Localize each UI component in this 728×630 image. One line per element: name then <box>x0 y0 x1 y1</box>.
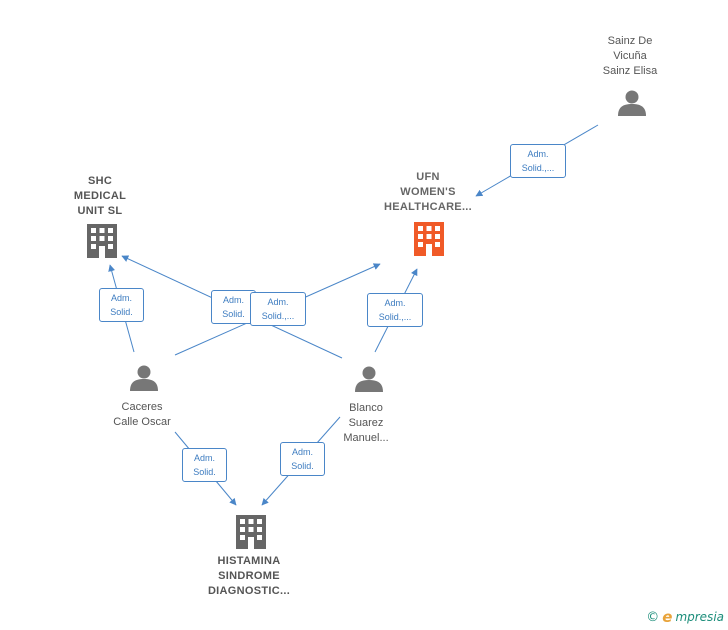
label-line: Sainz Elisa <box>602 65 658 77</box>
label-line: Manuel... <box>343 432 389 444</box>
edge-label-caceres-ufn[interactable]: Adm. Solid.,... <box>250 292 306 326</box>
node-label-caceres[interactable]: Caceres Calle Oscar <box>97 400 187 430</box>
brand-logo-name: mpresia <box>675 610 724 624</box>
edge-label-line: Solid. <box>222 309 245 319</box>
edge-label-blanco-histamina[interactable]: Adm. Solid. <box>280 442 325 476</box>
node-label-sainz[interactable]: Sainz De Vicuña Sainz Elisa <box>590 34 670 79</box>
node-label-histamina[interactable]: HISTAMINA SINDROME DIAGNOSTIC... <box>194 554 304 599</box>
label-line: HEALTHCARE... <box>383 201 473 213</box>
edge-label-line: Adm. <box>267 297 289 307</box>
edge-label-line: Solid. <box>193 467 216 477</box>
label-line: Suarez <box>348 417 384 429</box>
node-label-ufn[interactable]: UFN WOMEN'S HEALTHCARE... <box>368 170 488 215</box>
edge-label-line: Adm. <box>527 149 549 159</box>
brand-logo-initial: e <box>662 608 673 626</box>
edge-label-line: Adm. <box>193 453 215 463</box>
label-line: Vicuña <box>613 50 647 62</box>
person-icon[interactable] <box>355 366 383 393</box>
label-line: MEDICAL <box>73 190 127 202</box>
edge-label-caceres-histamina[interactable]: Adm. Solid. <box>182 448 227 482</box>
label-line: DIAGNOSTIC... <box>207 585 291 597</box>
label-line: SINDROME <box>218 570 280 582</box>
label-line: Sainz De <box>607 35 653 47</box>
label-line: Blanco <box>349 402 383 414</box>
label-line: Calle Oscar <box>113 416 171 428</box>
label-line: Caceres <box>121 401 163 413</box>
node-label-shc[interactable]: SHC MEDICAL UNIT SL <box>60 174 140 219</box>
edge-label-caceres-shc[interactable]: Adm. Solid. <box>99 288 144 322</box>
edge-label-line: Adm. <box>222 295 244 305</box>
edge-label-blanco-shc[interactable]: Adm. Solid. <box>211 290 256 324</box>
label-line: UFN <box>416 171 440 183</box>
label-line: SHC <box>87 175 113 187</box>
label-line: HISTAMINA <box>217 555 281 567</box>
edge-label-line: Solid. <box>291 461 314 471</box>
edge-label-blanco-ufn[interactable]: Adm. Solid.,... <box>367 293 423 327</box>
edge-label-line: Solid.,... <box>521 163 555 173</box>
label-line: UNIT SL <box>77 205 123 217</box>
building-icon[interactable] <box>87 224 117 258</box>
building-icon[interactable] <box>414 222 444 256</box>
copyright-icon: © <box>646 609 660 625</box>
edge-label-line: Adm. <box>384 298 406 308</box>
person-icon[interactable] <box>618 90 646 117</box>
building-icon[interactable] <box>236 515 266 549</box>
person-icon[interactable] <box>130 365 158 392</box>
edge-label-line: Adm. <box>110 293 132 303</box>
edge-label-sainz-ufn[interactable]: Adm. Solid.,... <box>510 144 566 178</box>
edge-label-line: Adm. <box>291 447 313 457</box>
edge-label-line: Solid.,... <box>261 311 295 321</box>
edge-label-line: Solid.,... <box>378 312 412 322</box>
node-label-blanco[interactable]: Blanco Suarez Manuel... <box>326 401 406 446</box>
edge-label-line: Solid. <box>110 307 133 317</box>
label-line: WOMEN'S <box>400 186 456 198</box>
